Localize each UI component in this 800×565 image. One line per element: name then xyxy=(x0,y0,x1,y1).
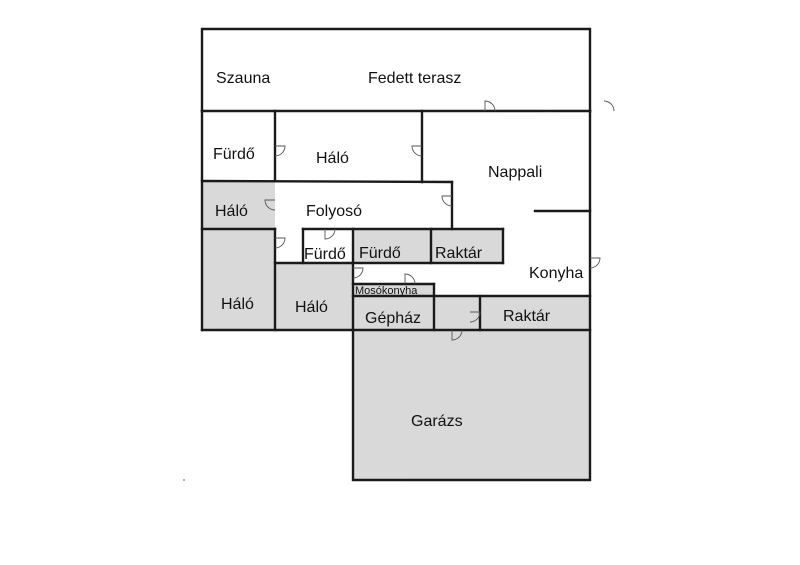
room-fill-furdo-3 xyxy=(353,229,431,263)
door-furdo-2 xyxy=(324,228,336,240)
door-terrace xyxy=(484,100,496,112)
room-label-szauna: Szauna xyxy=(216,70,270,87)
room-fill-raktar-2 xyxy=(480,296,590,330)
door-halo-4 xyxy=(352,267,364,279)
stray-dot xyxy=(183,479,185,481)
room-label-halo-1: Háló xyxy=(316,150,349,167)
room-label-halo-3: Háló xyxy=(221,296,254,313)
room-labels: Szauna Fedett terasz Fürdő Háló Nappali … xyxy=(213,70,583,430)
wall-garage xyxy=(351,328,592,482)
door-nappali xyxy=(441,195,453,207)
room-label-nappali: Nappali xyxy=(488,164,542,181)
room-fill-mosokonyha xyxy=(353,284,434,296)
door-halo-1 xyxy=(411,145,423,157)
room-fill-raktar-1 xyxy=(431,229,503,263)
room-fill-gephaz xyxy=(353,296,434,330)
wall-outer-main xyxy=(200,27,592,113)
wall-halo-bottom xyxy=(200,179,454,184)
room-label-raktar-2: Raktár xyxy=(503,308,551,325)
room-label-konyha: Konyha xyxy=(529,265,583,282)
room-label-raktar-1: Raktár xyxy=(435,245,483,262)
room-label-fedett-terasz: Fedett terasz xyxy=(368,70,461,87)
room-label-furdo-3: Fürdő xyxy=(359,245,401,262)
door-passage xyxy=(469,311,481,323)
door-garage xyxy=(451,329,463,341)
room-fill-passage xyxy=(434,296,480,330)
door-terrace-right xyxy=(603,100,615,112)
room-label-folyoso: Folyosó xyxy=(306,203,362,220)
room-label-garazs: Garázs xyxy=(411,413,463,430)
room-label-halo-4: Háló xyxy=(295,299,328,316)
room-label-furdo-2: Fürdő xyxy=(304,246,346,263)
doors xyxy=(264,100,615,341)
door-konyha xyxy=(589,257,601,269)
room-fill-garazs xyxy=(353,330,590,480)
walls xyxy=(200,27,592,482)
door-halo-2 xyxy=(264,199,276,211)
room-fills xyxy=(202,181,590,480)
room-label-mosokonyha: Mosókonyha xyxy=(355,285,418,297)
door-furdo-1 xyxy=(274,145,286,157)
room-label-gephaz: Gépház xyxy=(365,310,421,327)
room-label-furdo-1: Fürdő xyxy=(213,146,255,163)
room-fill-halo-4 xyxy=(275,263,353,330)
door-halo-3 xyxy=(274,237,286,249)
room-fill-halo-3 xyxy=(202,229,275,330)
door-mosokonyha xyxy=(404,273,416,285)
room-fill-halo-2 xyxy=(202,181,275,229)
room-label-halo-2: Háló xyxy=(215,203,248,220)
